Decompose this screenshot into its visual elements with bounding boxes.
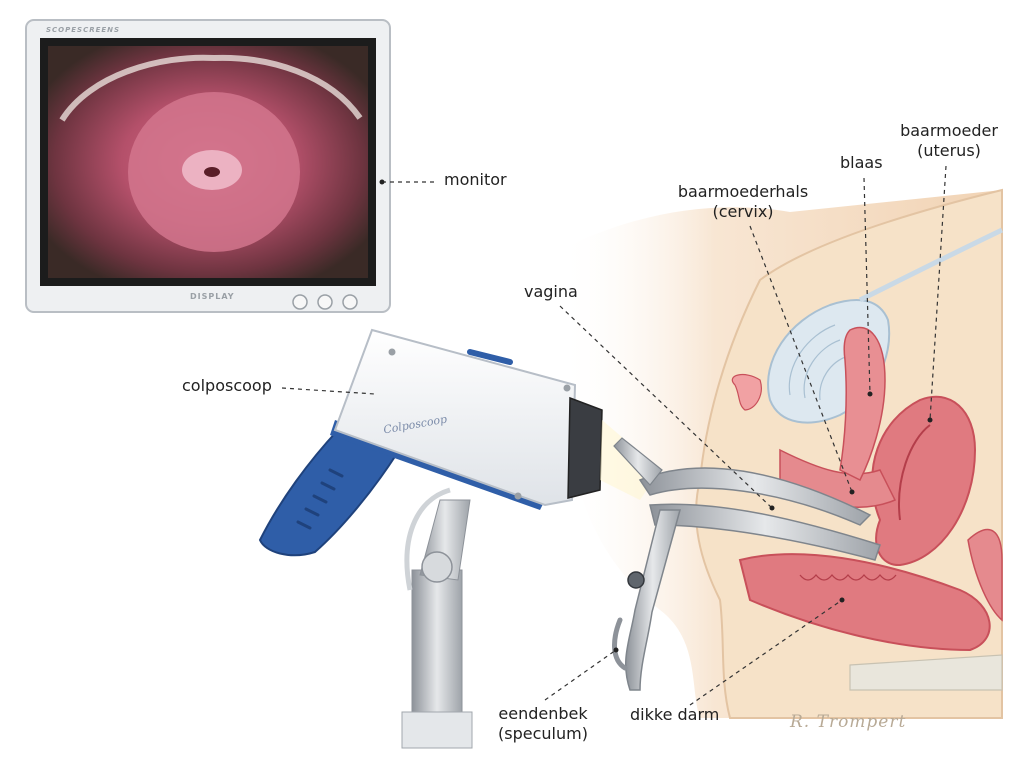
monitor-button-1[interactable]	[292, 294, 308, 310]
label-uterus: baarmoeder (uterus)	[894, 121, 1004, 161]
leader-darm	[689, 599, 843, 706]
leader-lines	[281, 165, 947, 706]
speculum-screw-knob[interactable]	[627, 571, 645, 589]
label-speculum: eendenbek (speculum)	[488, 704, 598, 744]
anatomy-cross-section	[560, 188, 1004, 719]
housing-screw-3	[514, 492, 522, 500]
monitor-button-3[interactable]	[342, 294, 358, 310]
speculum-thumb-lever	[613, 437, 663, 486]
housing	[333, 328, 577, 507]
label-speculum-line2: (speculum)	[498, 724, 588, 743]
leader-dots	[379, 179, 933, 653]
speculum-handle	[624, 509, 681, 691]
label-uterus-line2: (uterus)	[917, 141, 981, 160]
label-blaas: blaas	[840, 153, 883, 172]
dot-uterus	[927, 417, 933, 423]
speculum-lower-blade	[649, 503, 881, 561]
stand-collar	[401, 711, 473, 749]
labia	[731, 373, 762, 411]
stand-joint-knob[interactable]	[421, 551, 453, 583]
label-uterus-line1: baarmoeder	[900, 121, 998, 140]
housing-top-ridge	[467, 349, 513, 365]
monitor	[25, 19, 391, 313]
bladder-contours	[788, 324, 849, 401]
artist-signature: R. Trompert	[790, 712, 907, 732]
grip-ridges	[296, 468, 344, 530]
screen-speculum-reflection	[59, 54, 363, 122]
spine	[849, 654, 1003, 691]
dot-cervix	[849, 489, 855, 495]
ureter	[858, 227, 1004, 303]
label-colposcoop: colposcoop	[182, 376, 272, 395]
speculum	[612, 437, 881, 691]
lens-barrel	[567, 396, 603, 499]
label-darm: dikke darm	[630, 705, 720, 724]
dot-monitor	[379, 179, 385, 185]
leader-speculum	[544, 649, 617, 701]
speculum-hook	[612, 617, 628, 671]
label-monitor: monitor	[444, 170, 507, 189]
leader-uterus	[929, 165, 947, 421]
monitor-button-2[interactable]	[317, 294, 333, 310]
housing-screw-2	[563, 384, 571, 392]
cervix	[839, 326, 886, 482]
dot-blaas	[867, 391, 873, 397]
label-cervix-line1: baarmoederhals	[677, 182, 809, 201]
uterus	[871, 395, 977, 567]
label-vagina: vagina	[524, 282, 578, 301]
rectum-folds	[799, 573, 897, 581]
grip[interactable]	[258, 428, 398, 557]
dot-vagina	[769, 505, 775, 511]
housing-screw-1	[388, 348, 396, 356]
label-cervix: baarmoederhals (cervix)	[668, 182, 818, 222]
label-cervix-line2: (cervix)	[712, 202, 774, 221]
monitor-display-label: DISPLAY	[190, 292, 235, 301]
dot-darm	[839, 597, 845, 603]
speculum-upper-blade	[638, 467, 872, 526]
screen-os-center	[204, 167, 220, 177]
dot-speculum	[613, 647, 619, 653]
stand-cable	[404, 487, 451, 591]
uterus-cavity	[898, 424, 931, 521]
colon-right	[967, 528, 1003, 622]
monitor-brand: SCOPESCREENS	[46, 26, 121, 34]
label-speculum-line1: eendenbek	[498, 704, 588, 723]
leader-vagina	[559, 305, 773, 509]
